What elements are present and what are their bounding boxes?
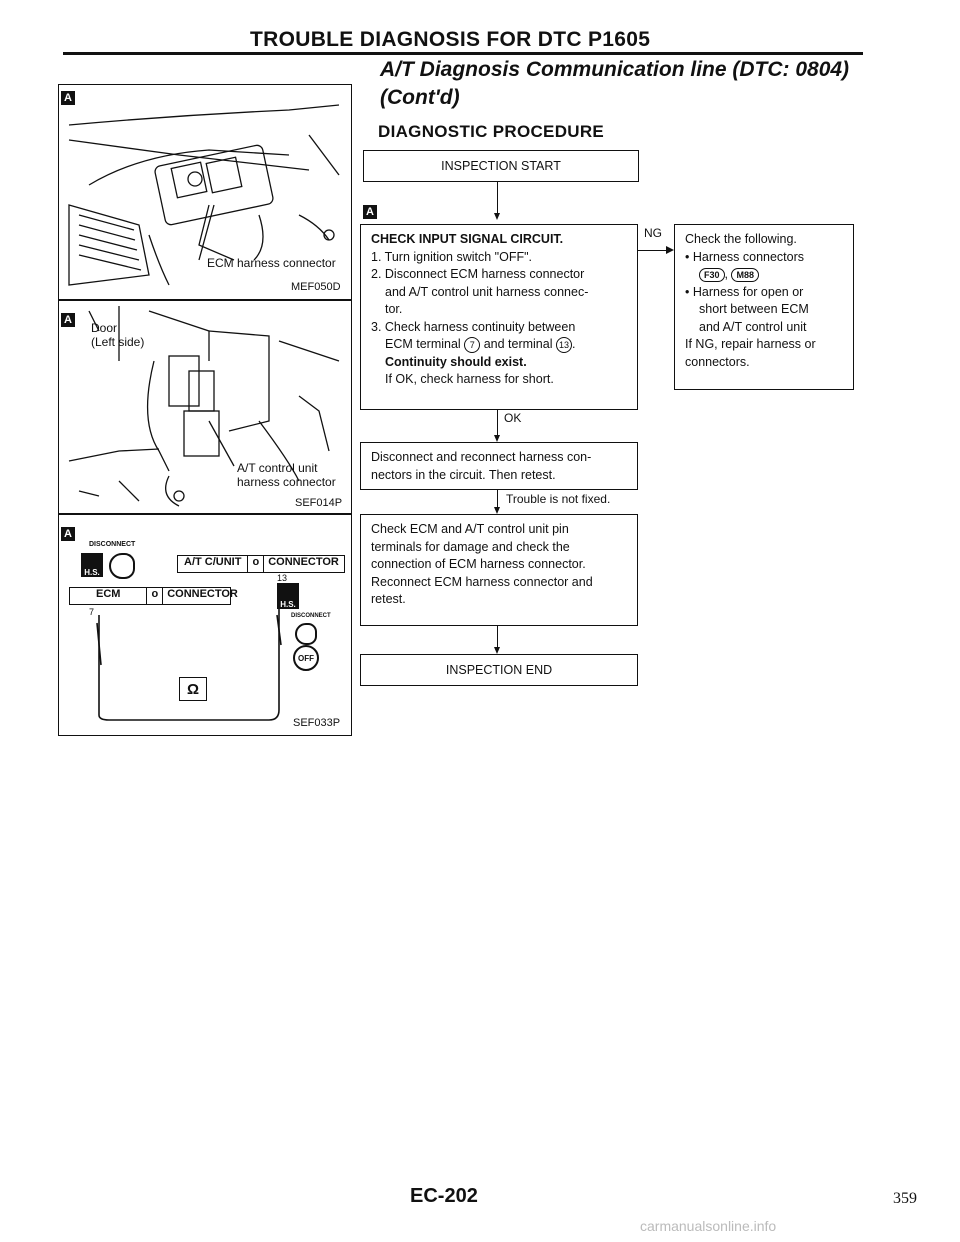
step-line: Disconnect and reconnect harness con-: [371, 450, 592, 464]
step-line: nectors in the circuit. Then retest.: [371, 467, 556, 482]
step-line: 1. Turn ignition switch "OFF".: [371, 249, 533, 264]
callout-door-side: (Left side): [91, 335, 145, 349]
figure-code: MEF050D: [291, 281, 341, 293]
flow-step-reconnect: Disconnect and reconnect harness con- ne…: [360, 442, 638, 490]
section-title: A/T Diagnosis Communication line (DTC: 0…: [380, 58, 850, 81]
flow-inspection-start: INSPECTION START: [363, 150, 639, 182]
terminal-7-icon: 7: [464, 337, 481, 353]
page-title: TROUBLE DIAGNOSIS FOR DTC P1605: [250, 28, 651, 51]
ng-arrow: [666, 246, 674, 254]
flow-connector: [497, 410, 498, 436]
flow-arrow: [494, 507, 500, 514]
flow-arrow: [494, 213, 500, 220]
ng-line: connectors.: [685, 354, 750, 369]
flow-step-check-input: CHECK INPUT SIGNAL CIRCUIT. 1. Turn igni…: [360, 224, 638, 410]
ohmmeter-icon: Ω: [179, 677, 207, 701]
procedure-heading: DIAGNOSTIC PROCEDURE: [378, 122, 605, 141]
ng-line: If NG, repair harness or: [685, 337, 816, 351]
disconnect-icon-right: [295, 623, 317, 645]
disconnect-icon-left: [109, 553, 135, 579]
step-line: tor.: [385, 302, 403, 316]
step-line-terminals: ECM terminal 7 and terminal 13.: [385, 337, 576, 353]
step-title: CHECK INPUT SIGNAL CIRCUIT.: [371, 232, 564, 246]
disconnect-label-right: DISCONNECT: [291, 613, 331, 619]
callout-at-unit: A/T control unit: [237, 461, 318, 475]
flow-step-check-pins: Check ECM and A/T control unit pin termi…: [360, 514, 638, 626]
callout-at-harness: harness connector: [237, 475, 336, 489]
step-line: 3. Check harness continuity between: [371, 319, 576, 334]
section-title-cont: (Cont'd): [380, 86, 460, 109]
page-code: EC-202: [410, 1185, 478, 1207]
figure-marker: A: [61, 313, 75, 327]
step-line: and A/T control unit harness connec-: [385, 284, 589, 299]
ignition-off-icon: OFF: [293, 645, 319, 671]
figure-code: SEF033P: [293, 717, 341, 729]
step-line: terminals for damage and check the: [371, 539, 570, 554]
watermark: carmanualsonline.info: [640, 1218, 777, 1234]
pin-label-7: 7: [89, 607, 95, 617]
ng-connector: [638, 250, 668, 251]
hs-icon-left: H.S.: [81, 553, 103, 577]
figure-at-control-unit: A Door (Left side) A/T control unit harn…: [58, 300, 352, 514]
continuity-wiring: [96, 609, 282, 721]
figure-ecm-connector: A ECM harness connector MEF050D: [58, 84, 352, 300]
title-rule: [63, 52, 863, 55]
step-line: 2. Disconnect ECM harness connector: [371, 267, 585, 281]
figure-continuity-check: A DISCONNECT H.S. A/T C/UNIT o CONNECTOR…: [58, 514, 352, 736]
at-unit-illustration: [68, 306, 340, 507]
step-line: retest.: [371, 592, 406, 606]
ng-line: • Harness for open or: [685, 284, 804, 299]
at-cunit-connector-box: A/T C/UNIT o CONNECTOR: [177, 555, 345, 573]
hs-icon-right: H.S.: [277, 583, 299, 609]
figure-marker: A: [61, 91, 75, 105]
figure-code: SEF014P: [295, 497, 343, 509]
flow-ng-check-following: Check the following. • Harness connector…: [674, 224, 854, 390]
ng-line: • Harness connectors: [685, 249, 805, 264]
step-line: connection of ECM harness connector.: [371, 557, 586, 571]
ng-line: short between ECM: [699, 302, 809, 316]
disconnect-label-left: DISCONNECT: [89, 541, 136, 548]
flow-arrow: [494, 647, 500, 654]
terminal-13-icon: 13: [555, 337, 572, 353]
callout-door: Door: [91, 321, 118, 335]
callout-ecm-connector: ECM harness connector: [207, 256, 336, 270]
connector-f30-icon: F30: [699, 268, 725, 282]
ng-label: NG: [644, 226, 662, 240]
step-marker: A: [363, 205, 377, 219]
flow-connector: [497, 626, 498, 648]
step-line: Reconnect ECM harness connector and: [371, 574, 593, 589]
ok-label: OK: [504, 411, 522, 425]
flow-arrow: [494, 435, 500, 442]
step-line: If OK, check harness for short.: [385, 372, 554, 386]
ng-line: Check the following.: [685, 232, 797, 246]
not-fixed-label: Trouble is not fixed.: [506, 492, 611, 506]
step-line-emphasis: Continuity should exist.: [385, 354, 527, 369]
flow-inspection-end: INSPECTION END: [360, 654, 638, 686]
sheet-number: 359: [893, 1190, 917, 1207]
flow-connector: [497, 182, 498, 214]
ng-connectors: F30, M88: [685, 266, 843, 284]
step-line: Check ECM and A/T control unit pin: [371, 522, 569, 536]
pin-label-13: 13: [277, 573, 288, 583]
ecm-illustration: [68, 104, 340, 286]
connector-m88-icon: M88: [731, 268, 759, 282]
ng-line: and A/T control unit: [699, 319, 807, 334]
ecm-connector-box: ECM o CONNECTOR: [69, 587, 238, 605]
flow-connector: [497, 490, 498, 508]
figure-marker: A: [61, 527, 75, 541]
